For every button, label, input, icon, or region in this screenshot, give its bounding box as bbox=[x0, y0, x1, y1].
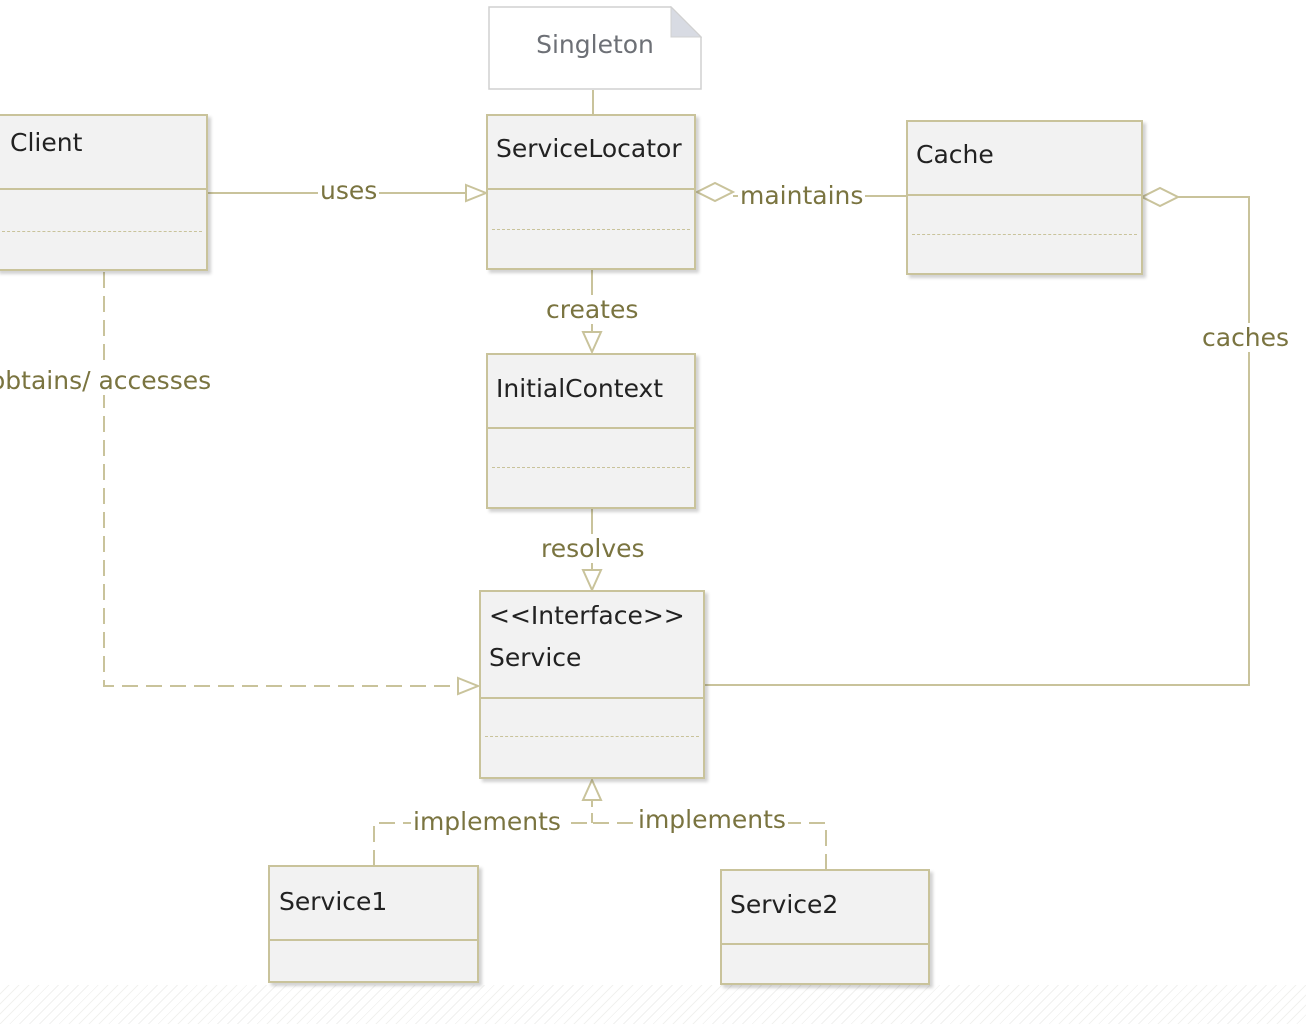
service-interface-class-name: Service bbox=[489, 643, 582, 672]
uses-arrowhead bbox=[465, 183, 489, 203]
obtains-arrowhead bbox=[457, 676, 481, 696]
maintains-label: maintains bbox=[738, 181, 866, 210]
service-locator-class-name: ServiceLocator bbox=[496, 134, 682, 163]
initial-context-class-header: InitialContext bbox=[488, 355, 694, 429]
service1-class[interactable]: Service1 bbox=[268, 865, 479, 983]
service-locator-class[interactable]: ServiceLocator bbox=[486, 114, 696, 270]
initial-context-class-name: InitialContext bbox=[496, 374, 664, 403]
client-class-header: Client bbox=[0, 116, 206, 190]
client-class-name: Client bbox=[10, 128, 83, 157]
service1-class-name: Service1 bbox=[279, 887, 388, 916]
service-locator-class-divider bbox=[492, 229, 690, 230]
hatched-background-strip bbox=[0, 985, 1306, 1024]
uses-label: uses bbox=[318, 176, 380, 205]
resolves-arrowhead bbox=[581, 569, 603, 593]
service2-class-name: Service2 bbox=[730, 890, 839, 919]
service-interface-class-header: <<Interface>> Service bbox=[481, 592, 703, 699]
initial-context-class-divider bbox=[492, 467, 690, 468]
maintains-diamond bbox=[694, 181, 736, 203]
service-locator-class-header: ServiceLocator bbox=[488, 116, 694, 190]
creates-arrowhead bbox=[581, 331, 603, 355]
cache-class-name: Cache bbox=[916, 140, 994, 169]
initial-context-class[interactable]: InitialContext bbox=[486, 353, 696, 509]
note-shape bbox=[488, 6, 702, 90]
obtains-dependency-line bbox=[103, 272, 458, 687]
implements-left-line bbox=[373, 822, 592, 866]
service2-class-header: Service2 bbox=[722, 871, 928, 945]
resolves-label: resolves bbox=[539, 534, 647, 563]
caches-diamond bbox=[1139, 186, 1181, 208]
service1-class-header: Service1 bbox=[270, 867, 477, 941]
client-class[interactable]: Client bbox=[0, 114, 208, 271]
cache-class-divider bbox=[912, 234, 1137, 235]
service-interface-class-divider bbox=[485, 736, 699, 737]
implements-right-label: implements bbox=[636, 805, 788, 834]
caches-association-line bbox=[703, 196, 1250, 686]
client-class-divider bbox=[2, 231, 202, 232]
singleton-note-text: Singleton bbox=[536, 30, 654, 59]
singleton-note[interactable]: Singleton bbox=[488, 6, 702, 90]
obtains-accesses-label: obtains/ accesses bbox=[0, 366, 214, 395]
service-interface-class[interactable]: <<Interface>> Service bbox=[479, 590, 705, 779]
cache-class[interactable]: Cache bbox=[906, 120, 1143, 275]
caches-label: caches bbox=[1200, 323, 1292, 352]
implements-arrowhead bbox=[581, 777, 603, 801]
service-interface-stereotype: <<Interface>> bbox=[489, 601, 685, 630]
service2-class[interactable]: Service2 bbox=[720, 869, 930, 985]
creates-label: creates bbox=[544, 295, 641, 324]
implements-left-label: implements bbox=[411, 807, 563, 836]
cache-class-header: Cache bbox=[908, 122, 1141, 196]
